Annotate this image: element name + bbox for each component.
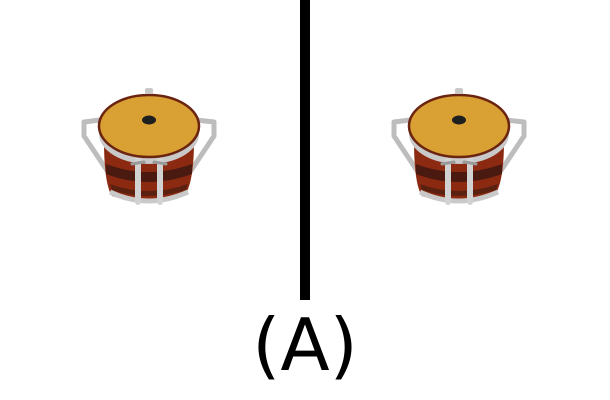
left-image-panel bbox=[0, 0, 300, 300]
bongo-drum-icon bbox=[81, 88, 217, 205]
bongo-drum-icon bbox=[391, 88, 527, 205]
vertical-divider bbox=[300, 0, 310, 300]
option-label: (A) bbox=[252, 303, 358, 387]
right-image-panel bbox=[310, 0, 610, 300]
